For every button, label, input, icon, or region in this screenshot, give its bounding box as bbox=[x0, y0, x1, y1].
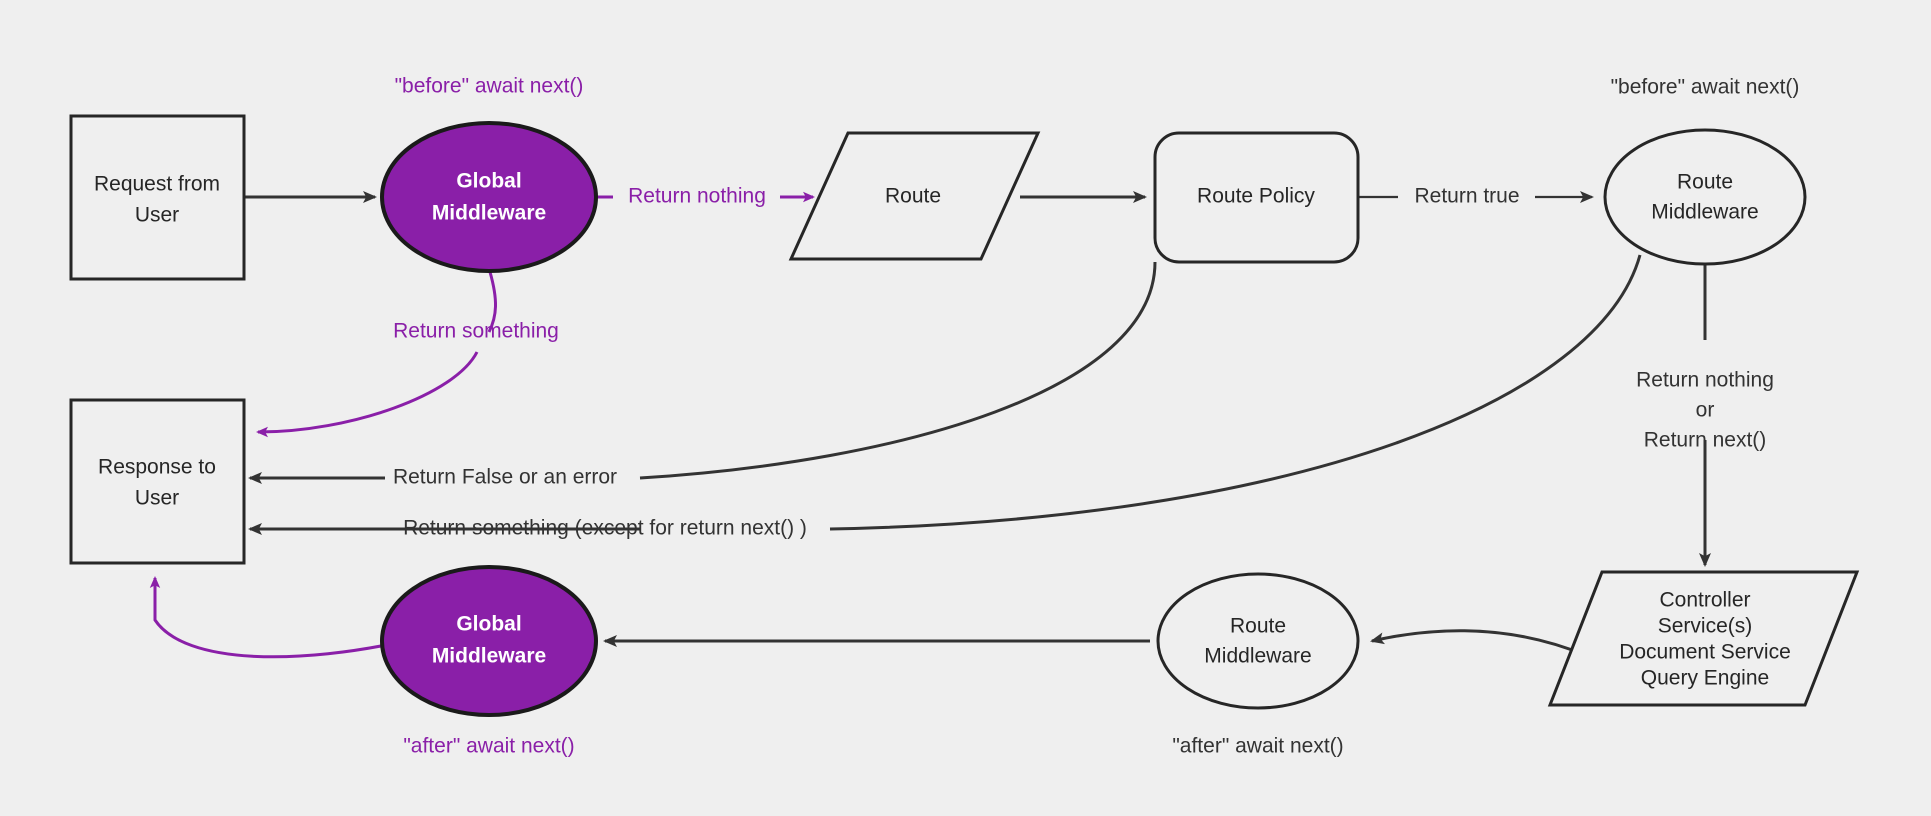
node-global-middleware-bottom-label-line2: Middleware bbox=[432, 645, 546, 668]
edge-label-return-nothing-or-next-line3: Return next() bbox=[1644, 429, 1767, 452]
node-controller-stack-label-line1: Controller bbox=[1659, 589, 1750, 612]
node-global-middleware-bottom-label-line1: Global bbox=[456, 613, 521, 636]
annotation-before-await-next-route: "before" await next() bbox=[1611, 76, 1800, 99]
edge-global-middleware-to-response-return-something bbox=[256, 271, 497, 438]
node-request-from-user-label-line1: Request from bbox=[94, 173, 220, 196]
node-route-policy-label: Route Policy bbox=[1197, 185, 1315, 208]
edge-label-return-something-except-next: Return something (except for return next… bbox=[403, 517, 807, 540]
node-controller-stack[interactable]: Controller Service(s) Document Service Q… bbox=[1547, 570, 1860, 707]
edge-label-return-true: Return true bbox=[1414, 185, 1519, 208]
edge-label-return-something: Return something bbox=[393, 320, 559, 343]
node-response-to-user-label-line1: Response to bbox=[98, 456, 216, 479]
node-global-middleware-top-label-line2: Middleware bbox=[432, 202, 546, 225]
node-route-label: Route bbox=[885, 185, 941, 208]
node-route-middleware-top-label-line2: Middleware bbox=[1651, 201, 1758, 224]
node-route-middleware-bottom-label-line2: Middleware bbox=[1204, 645, 1311, 668]
edge-label-return-nothing: Return nothing bbox=[628, 185, 766, 208]
node-global-middleware-bottom[interactable]: Global Middleware bbox=[380, 565, 598, 717]
node-route-middleware-top-label-line1: Route bbox=[1677, 171, 1733, 194]
annotation-after-await-next-route: "after" await next() bbox=[1172, 735, 1343, 758]
edge-label-return-nothing-or-next-line1: Return nothing bbox=[1636, 369, 1774, 392]
node-route-middleware-bottom-label-line1: Route bbox=[1230, 615, 1286, 638]
node-route-middleware-top[interactable]: Route Middleware bbox=[1603, 128, 1807, 266]
edge-global-middleware-bottom-to-response bbox=[149, 576, 411, 659]
edge-controller-to-route-middleware-bottom bbox=[1370, 629, 1586, 657]
node-global-middleware-top-label-line1: Global bbox=[456, 170, 521, 193]
node-request-from-user[interactable]: Request from User bbox=[69, 114, 246, 281]
node-controller-stack-label-line2: Service(s) bbox=[1658, 615, 1753, 638]
edge-label-return-nothing-or-next-line2: or bbox=[1696, 399, 1715, 422]
edge-label-return-false-or-error: Return False or an error bbox=[393, 466, 617, 489]
annotation-before-await-next-global: "before" await next() bbox=[395, 75, 584, 98]
node-request-from-user-label-line2: User bbox=[135, 204, 179, 227]
node-route-policy[interactable]: Route Policy bbox=[1153, 131, 1360, 264]
edge-route-middleware-to-response-return-something-except bbox=[248, 254, 1642, 535]
node-route-middleware-bottom[interactable]: Route Middleware bbox=[1156, 572, 1360, 710]
node-route[interactable]: Route bbox=[788, 131, 1041, 261]
annotation-after-await-next-global: "after" await next() bbox=[403, 735, 574, 758]
node-response-to-user-label-line2: User bbox=[135, 487, 179, 510]
node-response-to-user[interactable]: Response to User bbox=[69, 398, 246, 565]
node-global-middleware-top[interactable]: Global Middleware bbox=[380, 121, 598, 273]
node-controller-stack-label-line3: Document Service bbox=[1619, 641, 1791, 664]
node-controller-stack-label-line4: Query Engine bbox=[1641, 667, 1769, 690]
edge-route-policy-to-response-false-error bbox=[248, 261, 1157, 484]
